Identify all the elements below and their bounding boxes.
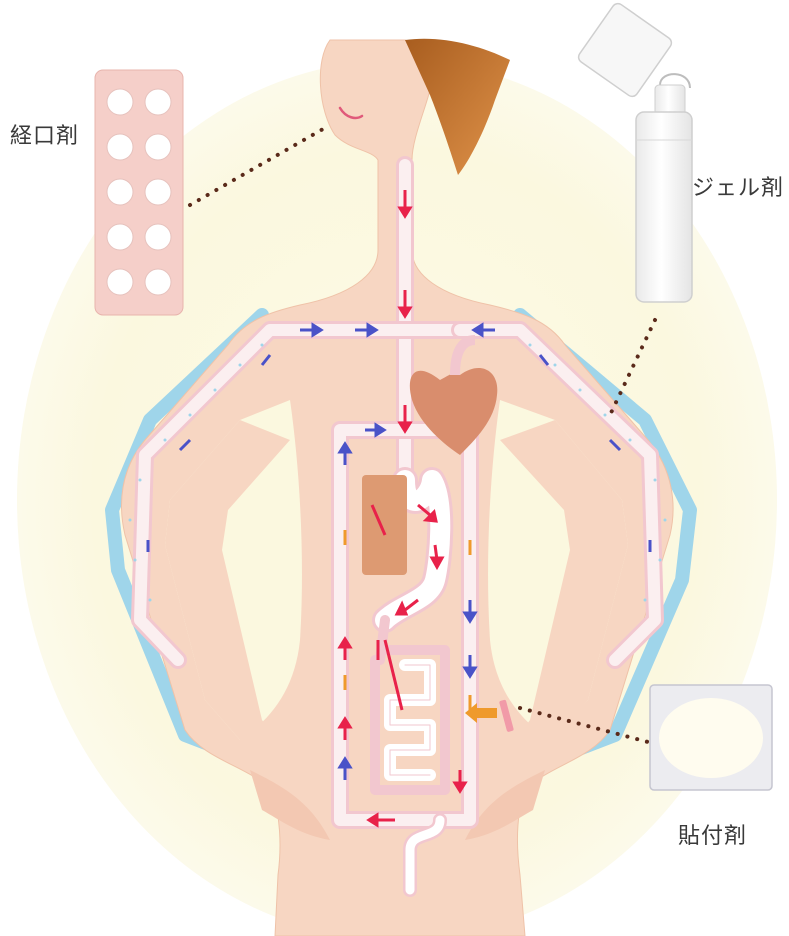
oral-label: 経口剤 bbox=[10, 118, 79, 150]
liver bbox=[362, 475, 407, 575]
oral-tablet-sheet-icon bbox=[95, 70, 183, 315]
patch-icon bbox=[650, 685, 772, 790]
gel-label: ジェル剤 bbox=[692, 170, 784, 202]
patch-label: 貼付剤 bbox=[678, 818, 747, 850]
